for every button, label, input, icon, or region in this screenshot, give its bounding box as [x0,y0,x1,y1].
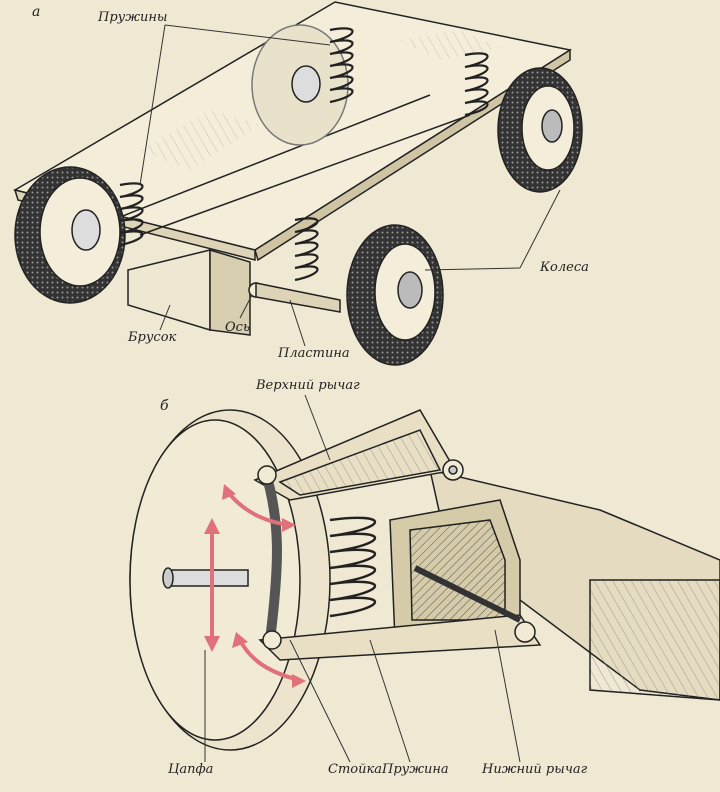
lower-arm [258,614,542,661]
wheel-rear-right [251,24,349,146]
panel-b-drawing [129,394,720,763]
label-trunnion: Цапфа [168,762,214,777]
label-springs: Пружины [98,10,168,25]
label-upper-arm: Верхний рычаг [256,378,360,393]
spring-a1 [119,182,144,247]
label-axle: Ось [225,320,251,335]
wheel-front-right [497,67,583,193]
spring-a3 [464,52,489,117]
strut [260,468,282,641]
block [127,249,211,332]
trunnion [167,569,249,587]
label-plate: Пластина [278,346,350,361]
label-wheels: Колеса [540,260,589,275]
motion-arrows [204,484,306,688]
label-strut: Стойка [328,762,382,777]
spring-a4 [294,217,319,282]
label-lower-arm: Нижний рычаг [482,762,588,777]
panel-a-drawing [13,1,583,366]
label-spring: Пружина [382,762,449,777]
plate [255,282,341,313]
panel-b-letter: б [160,398,169,414]
wheel-front-left [346,224,444,366]
wheel-rear-left [14,166,126,304]
spring-b [329,516,377,618]
panel-a-letter: а [32,4,41,20]
spring-a2 [329,27,354,104]
label-block: Брусок [128,330,177,345]
